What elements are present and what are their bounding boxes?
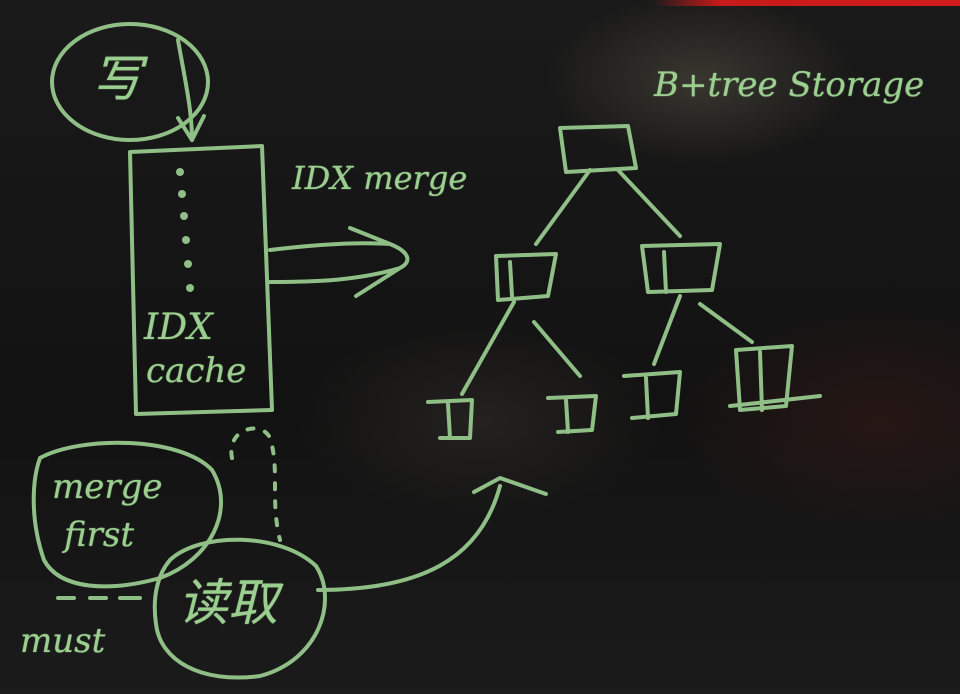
cache-entry-dot bbox=[182, 236, 190, 244]
tree-leaf-node bbox=[546, 394, 598, 434]
cache-entry-dot bbox=[180, 212, 188, 220]
idx-cache-box bbox=[128, 144, 274, 416]
cache-entry-dot bbox=[186, 284, 194, 292]
tree-internal-node-right bbox=[640, 242, 722, 294]
write-to-cache-arrow bbox=[176, 38, 194, 142]
write-arrow-head bbox=[176, 114, 206, 142]
cache-entry-dot bbox=[184, 260, 192, 268]
tree-edge bbox=[652, 294, 682, 366]
cache-entry-dot bbox=[176, 168, 184, 176]
write-label: 写 bbox=[92, 50, 142, 108]
merge-first-line1: merge bbox=[52, 467, 163, 507]
cache-label-line1: IDX bbox=[144, 307, 213, 348]
tree-leaf-node bbox=[426, 398, 474, 440]
must-label: must bbox=[20, 621, 106, 661]
tree-internal-node-left bbox=[494, 252, 558, 302]
tree-leaf-node bbox=[728, 344, 822, 412]
merge-first-circle bbox=[31, 440, 223, 589]
cache-to-read-dotted-path bbox=[229, 426, 282, 542]
read-circle bbox=[152, 537, 327, 680]
read-label: 读取 bbox=[178, 574, 278, 632]
storage-title: B+tree Storage bbox=[654, 65, 925, 105]
tree-edge bbox=[460, 300, 516, 396]
read-to-tree-arrow bbox=[316, 484, 502, 592]
cache-entry-dot bbox=[178, 190, 186, 198]
cache-label-line2: cache bbox=[146, 351, 247, 391]
read-arrow-head bbox=[472, 476, 548, 496]
merge-arrow bbox=[268, 226, 410, 298]
tree-edge bbox=[534, 168, 592, 246]
tree-root-node bbox=[558, 124, 638, 174]
merge-label: IDX merge bbox=[292, 159, 468, 197]
tree-leaf-node bbox=[622, 370, 682, 420]
write-circle bbox=[50, 22, 210, 142]
tree-edge bbox=[616, 168, 682, 238]
tree-edge bbox=[532, 320, 582, 378]
merge-first-line2: first bbox=[64, 515, 135, 555]
tree-edge bbox=[698, 302, 754, 344]
